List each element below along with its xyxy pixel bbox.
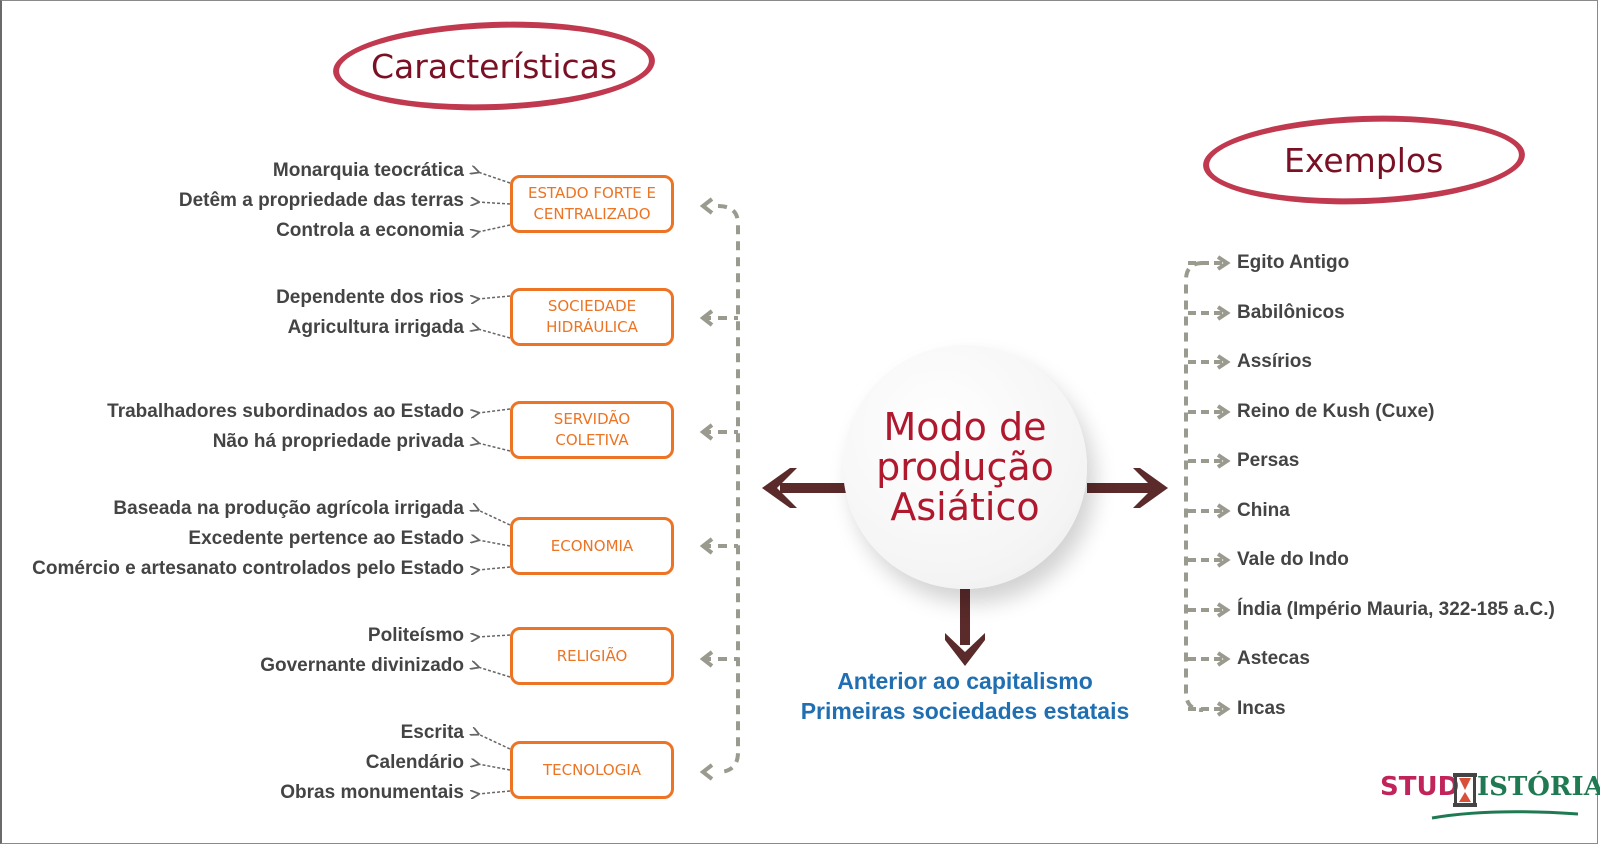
arrowhead-cat-6 <box>699 763 714 781</box>
detail-text: Excedente pertence ao Estado <box>188 528 464 549</box>
detail-connector <box>478 202 511 204</box>
example-item: Vale do Indo <box>1237 549 1349 570</box>
example-arrowhead <box>1216 453 1231 469</box>
detail-text: Trabalhadores subordinados ao Estado <box>107 401 464 422</box>
category-label: SERVIDÃO <box>553 410 631 428</box>
arrowhead-cat-3 <box>699 423 714 441</box>
example-arrowhead <box>1216 552 1231 568</box>
example-item: China <box>1237 500 1290 521</box>
category-box-economia: ECONOMIA <box>510 517 674 575</box>
category-label: ESTADO FORTE E <box>527 184 657 202</box>
detail-connector <box>478 635 511 637</box>
studhistoria-logo: STUD ISTÓRIA <box>1380 770 1600 830</box>
detail-text: Controla a economia <box>276 220 464 241</box>
category-label: CENTRALIZADO <box>533 205 651 223</box>
bottom-note: Anterior ao capitalismo Primeiras socied… <box>770 666 1160 726</box>
bottom-note-line: Primeiras sociedades estatais <box>800 698 1130 724</box>
example-item: Babilônicos <box>1237 302 1345 323</box>
detail-connector <box>478 734 511 750</box>
category-box-estado-forte: ESTADO FORTE E CENTRALIZADO <box>510 175 674 233</box>
detail-text: Monarquia teocrática <box>272 160 464 181</box>
category-box-religiao: RELIGIÃO <box>510 627 674 685</box>
example-arrowhead <box>1216 602 1231 618</box>
example-item: Índia (Império Mauria, 322-185 a.C.) <box>1237 599 1555 620</box>
category-arrowheads <box>699 197 714 781</box>
bottom-note-line: Anterior ao capitalismo <box>837 668 1093 694</box>
detail-connector <box>478 443 511 452</box>
example-item: Incas <box>1237 698 1286 719</box>
example-arrowhead <box>1216 255 1231 271</box>
category-box-sociedade-hidraulica: SOCIEDADE HIDRÁULICA <box>510 288 674 346</box>
hourglass-icon <box>1453 773 1477 807</box>
detail-text: Não há propriedade privada <box>212 431 464 452</box>
main-arrows <box>762 468 1168 666</box>
example-arrows <box>1188 255 1231 717</box>
examples-bracket <box>1184 261 1204 712</box>
detail-text: Governante divinizado <box>260 655 464 676</box>
example-arrowhead <box>1216 305 1231 321</box>
detail-text: Politeísmo <box>367 625 464 646</box>
detail-connector <box>478 510 511 526</box>
central-concept-line: Modo de <box>883 405 1047 449</box>
category-label: TECNOLOGIA <box>542 760 642 779</box>
detail-connector <box>478 764 511 771</box>
example-arrowhead <box>1216 404 1231 420</box>
category-label: HIDRÁULICA <box>546 318 638 336</box>
detail-text: Baseada na produção agrícola irrigada <box>113 498 464 519</box>
left-arrow-head <box>762 468 797 508</box>
detail-connector <box>478 329 511 339</box>
logo-text-istoria: ISTÓRIA <box>1477 772 1600 802</box>
example-arrowhead <box>1216 503 1231 519</box>
detail-connector <box>478 540 511 547</box>
detail-text: Obras monumentais <box>280 782 464 803</box>
central-concept-line: produção <box>876 445 1054 489</box>
detail-connector <box>478 567 511 570</box>
detail-connectors <box>478 172 511 794</box>
detail-connector <box>478 172 511 184</box>
detail-text: Dependente dos rios <box>276 287 464 308</box>
down-arrow-head <box>945 633 985 666</box>
arrowhead-cat-4 <box>699 537 714 555</box>
categories-bracket <box>702 204 740 774</box>
detail-text: Escrita <box>400 722 464 743</box>
detail-text: Detêm a propriedade das terras <box>178 190 464 211</box>
detail-text: Agricultura irrigada <box>287 317 464 338</box>
detail-connector <box>478 667 511 678</box>
central-concept-line: Asiático <box>890 485 1040 529</box>
category-label: RELIGIÃO <box>556 646 628 665</box>
right-arrow-head <box>1133 468 1168 508</box>
detail-text: Comércio e artesanato controlados pelo E… <box>32 558 464 579</box>
logo-text-stud: STUD <box>1380 772 1460 802</box>
down-arrow-shaft <box>960 589 970 645</box>
arrowhead-cat-5 <box>699 650 714 668</box>
example-item: Astecas <box>1237 648 1310 669</box>
logo-swoosh <box>1431 810 1579 820</box>
category-box-tecnologia: TECNOLOGIA <box>510 741 674 799</box>
arrowhead-cat-1 <box>699 197 714 215</box>
category-label: SOCIEDADE <box>547 297 637 315</box>
right-arrow-shaft <box>1087 483 1154 493</box>
central-concept-circle: Modo de produção Asiático <box>843 345 1087 589</box>
category-label: COLETIVA <box>555 431 629 449</box>
detail-connector <box>478 296 511 299</box>
detail-text: Calendário <box>365 752 464 773</box>
example-item: Egito Antigo <box>1237 252 1350 273</box>
left-arrow-shaft <box>780 483 848 493</box>
detail-connector <box>478 791 511 794</box>
detail-connector <box>478 224 511 232</box>
category-label: ECONOMIA <box>550 536 634 555</box>
example-arrowhead <box>1216 701 1231 717</box>
example-arrowhead <box>1216 354 1231 370</box>
arrowhead-cat-2 <box>699 309 714 327</box>
example-arrowhead <box>1216 651 1231 667</box>
example-item: Persas <box>1237 450 1300 471</box>
example-item: Assírios <box>1237 351 1312 372</box>
category-box-servidao-coletiva: SERVIDÃO COLETIVA <box>510 401 674 459</box>
detail-connector <box>478 408 511 413</box>
example-item: Reino de Kush (Cuxe) <box>1237 401 1435 422</box>
